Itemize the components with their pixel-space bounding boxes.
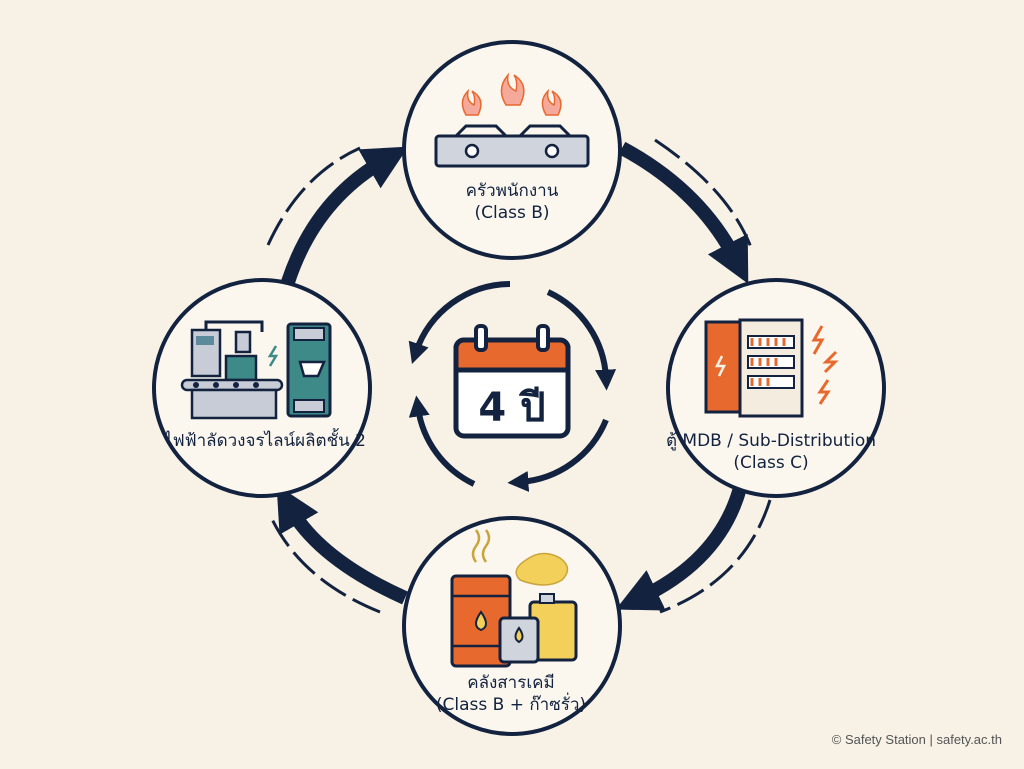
- node-right-title: ตู้ MDB / Sub-Distribution: [665, 431, 877, 451]
- production-line-breaker-icon: [180, 320, 332, 420]
- node-top-title: ครัวพนักงาน: [465, 181, 559, 201]
- calendar-cycle-icon: [408, 281, 617, 492]
- electrical-panel-icon: [704, 318, 839, 418]
- node-bottom-subtitle: (Class B + ก๊าซรั่ว): [435, 695, 587, 716]
- arrow-left-to-top: [281, 146, 409, 285]
- node-bottom-label: คลังสารเคมี (Class B + ก๊าซรั่ว): [400, 672, 622, 716]
- chemical-drums-icon: [450, 529, 578, 668]
- arrow-bottom-to-left: [276, 484, 408, 605]
- cycle-arrows: [266, 138, 772, 614]
- center-period-label: 4 ปี: [478, 385, 546, 431]
- arrow-top-to-right: [618, 141, 749, 284]
- node-right-subtitle: (Class C): [733, 453, 809, 474]
- arrow-right-to-bottom: [615, 486, 747, 611]
- node-left-label: ไฟฟ้าลัดวงจรไลน์ผลิตชั้น 2: [100, 430, 430, 452]
- node-left-title: ไฟฟ้าลัดวงจรไลน์ผลิตชั้น 2: [164, 431, 366, 451]
- node-bottom-title: คลังสารเคมี: [467, 673, 555, 693]
- credit-text: © Safety Station | safety.ac.th: [831, 732, 1002, 747]
- node-top-subtitle: (Class B): [474, 203, 550, 224]
- gas-stove-icon: [434, 72, 590, 168]
- node-top-label: ครัวพนักงาน (Class B): [412, 180, 612, 224]
- node-right-label: ตู้ MDB / Sub-Distribution (Class C): [626, 430, 916, 474]
